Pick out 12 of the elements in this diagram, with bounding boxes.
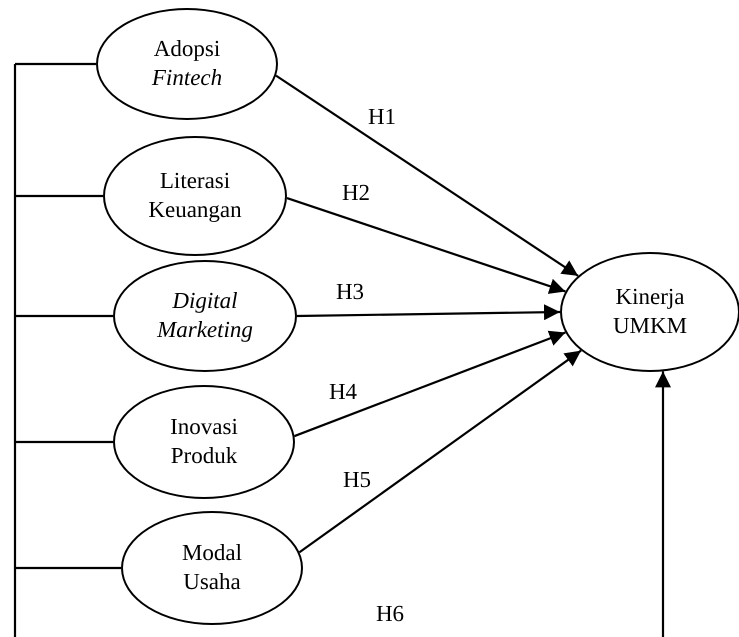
node-label: Literasi Keuangan [147, 167, 243, 224]
node-label: Inovasi Produk [169, 413, 239, 470]
arrow [14, 62, 671, 637]
arrow [286, 197, 566, 294]
node-label: Digital Marketing [156, 287, 254, 344]
arrow [296, 304, 560, 320]
arrow [298, 350, 582, 554]
arrow [294, 330, 566, 438]
node-label: Kinerja UMKM [612, 283, 688, 340]
node-label: Modal Usaha [180, 539, 244, 596]
node-label: Adopsi Fintech [150, 35, 224, 92]
arrow [275, 74, 579, 277]
